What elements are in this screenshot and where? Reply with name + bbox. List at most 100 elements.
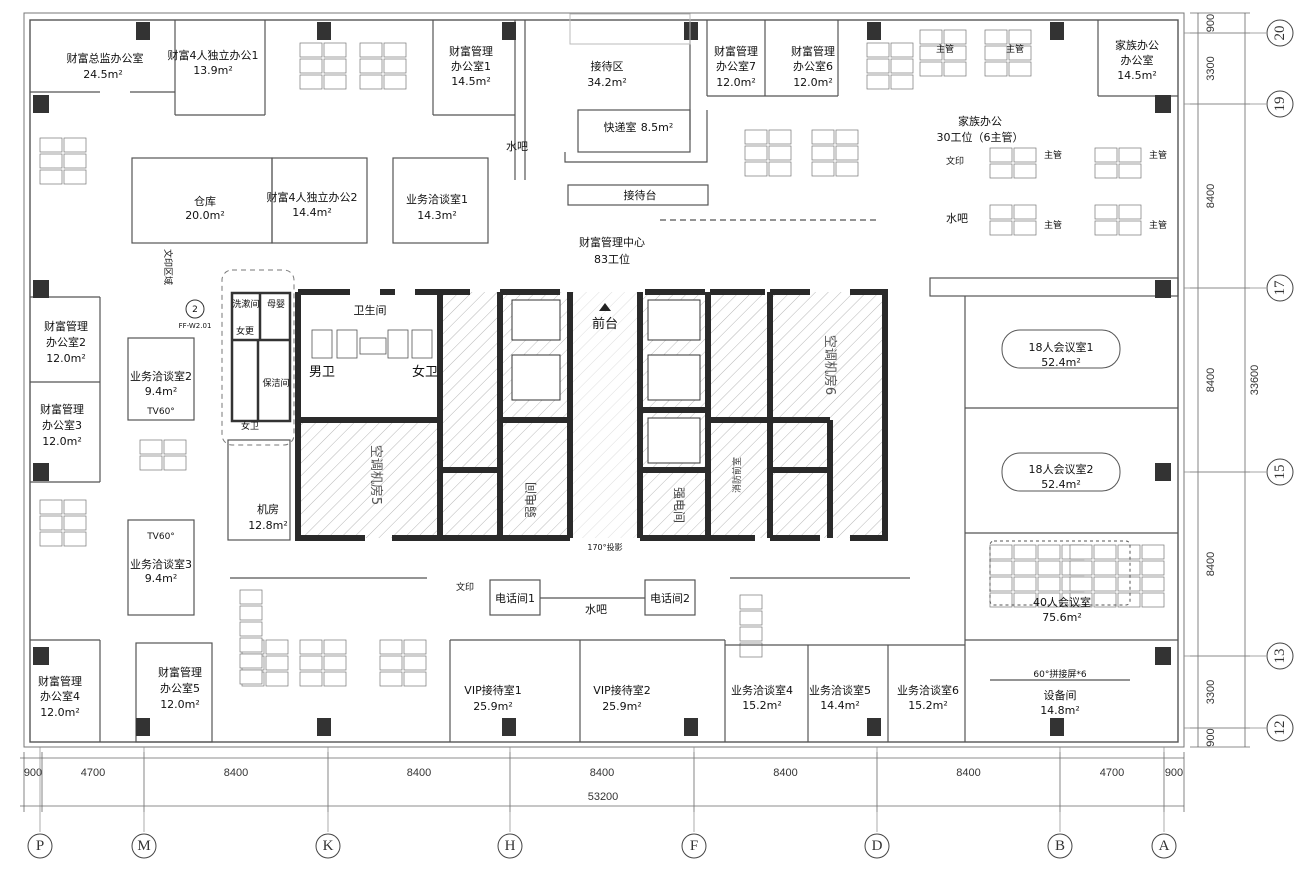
desk [768, 161, 792, 177]
label-changing: 女更 [236, 325, 254, 337]
index-num: 2 [192, 305, 198, 315]
axis-label: 13 [1272, 649, 1288, 664]
label-supervisor: 主管 [936, 43, 954, 55]
room-business-meeting-2: 业务洽谈室2 9.4m² TV60° [130, 369, 192, 417]
desk [1118, 204, 1142, 220]
label-name: 财富4人独立办公1 [168, 48, 259, 62]
label-supervisor: 主管 [1149, 149, 1167, 161]
room-independent-office-1: 财富4人独立办公1 13.9m² [168, 48, 259, 77]
desk [1118, 163, 1142, 179]
dimension-segment: 4700 [1100, 767, 1124, 779]
label-name: 业务洽谈室1 [406, 192, 468, 206]
label-ac-room-5: 空调机房5 [368, 445, 384, 505]
label-womens-small: 女卫 [241, 420, 259, 432]
desk [265, 655, 289, 671]
room-wealth-director-office: 财富总监办公室 24.5m² [67, 51, 144, 81]
label-name: 业务洽谈室4 [731, 683, 793, 697]
label-area: 9.4m² [145, 572, 178, 585]
room-family-office: 家族办公 办公室 14.5m² [1115, 38, 1159, 82]
label-name: 机房 [257, 502, 279, 516]
axis-label: 15 [1272, 465, 1288, 480]
workstations [39, 29, 1165, 687]
desk [359, 42, 383, 58]
label-area: 34.2m² [587, 76, 627, 89]
front-desk-arrow-icon [599, 303, 611, 311]
label-name2: 办公室 [1121, 53, 1154, 67]
label-supervisor: 主管 [1044, 149, 1062, 161]
dimension-segment: 3300 [1205, 680, 1217, 704]
label-name: 财富管理 [40, 402, 84, 416]
label-name: 40人会议室 [1033, 595, 1091, 609]
axis-label: 17 [1272, 280, 1288, 296]
label-name: 财富总监办公室 [67, 51, 144, 65]
desk [239, 589, 263, 605]
label-supervisor: 主管 [1149, 219, 1167, 231]
desk [1069, 576, 1093, 592]
dimension-segment: 8400 [407, 767, 431, 779]
desk [239, 605, 263, 621]
desk [163, 439, 187, 455]
desk [1069, 560, 1093, 576]
desk [1141, 592, 1165, 608]
dimension-segment: 8400 [1205, 552, 1217, 576]
room-vip-2: VIP接待室2 25.9m² [593, 683, 650, 713]
label-name: 仓库 [194, 194, 216, 208]
desk [1037, 592, 1061, 608]
desk [989, 204, 1013, 220]
label-print-2: 文印 [456, 581, 474, 593]
label-name2: 办公室7 [716, 59, 756, 73]
desk [39, 137, 63, 153]
label-name: 业务洽谈室6 [897, 683, 959, 697]
desk [299, 639, 323, 655]
desk [299, 58, 323, 74]
dimension-segment: 8400 [224, 767, 248, 779]
structural-columns [33, 22, 1171, 736]
desk [1008, 45, 1032, 61]
label-fire-lobby: 消防前室 [731, 457, 743, 493]
desk [1013, 163, 1037, 179]
axis-label: D [872, 838, 883, 854]
label-name2: 办公室4 [40, 689, 80, 703]
label-name: 财富管理 [714, 44, 758, 58]
label-area: 25.9m² [602, 700, 642, 713]
axis-label: P [36, 838, 44, 854]
dimension-segment: 4700 [81, 767, 105, 779]
axis-bubble [1266, 714, 1294, 742]
core-walls [221, 269, 888, 541]
desk [989, 576, 1013, 592]
axis-label: 19 [1272, 97, 1288, 112]
label-name: 财富管理 [38, 674, 82, 688]
desk [943, 61, 967, 77]
label-area: 8.5m² [641, 121, 674, 134]
dimension-segment: 3300 [1205, 56, 1217, 80]
room-meeting-18-1: 18人会议室1 52.4m² [1029, 340, 1094, 369]
desk [1008, 29, 1032, 45]
label-video-wall: 60°拼接屏*6 [1033, 668, 1086, 680]
room-business-meeting-1: 业务洽谈室1 14.3m² [406, 192, 468, 222]
desk [1117, 592, 1141, 608]
dimension-lines [20, 13, 1246, 807]
label-area: 24.5m² [83, 68, 123, 81]
label-name: 设备间 [1044, 688, 1077, 702]
room-management-office-2: 财富管理 办公室2 12.0m² [44, 319, 88, 365]
dimension-segment: 8400 [1205, 368, 1217, 392]
axis-bubble [315, 833, 341, 859]
room-management-office-1: 财富管理 办公室1 14.5m² [449, 44, 493, 88]
desk [866, 74, 890, 90]
label-area: 20.0m² [185, 209, 225, 222]
desk [1117, 560, 1141, 576]
label-tv: TV60° [146, 407, 175, 417]
desk [1118, 147, 1142, 163]
label-name: VIP接待室2 [593, 683, 650, 697]
label-name: 业务洽谈室2 [130, 369, 192, 383]
label-name2: 办公室6 [793, 59, 833, 73]
desk [768, 145, 792, 161]
axis-bubble [1151, 833, 1177, 859]
label-area: 12.0m² [42, 435, 82, 448]
desk [139, 439, 163, 455]
axis-bubble [1266, 90, 1294, 118]
desk [989, 220, 1013, 236]
dimension-segment: 900 [1165, 767, 1183, 779]
axis-bubble [1266, 19, 1294, 47]
desk [984, 61, 1008, 77]
